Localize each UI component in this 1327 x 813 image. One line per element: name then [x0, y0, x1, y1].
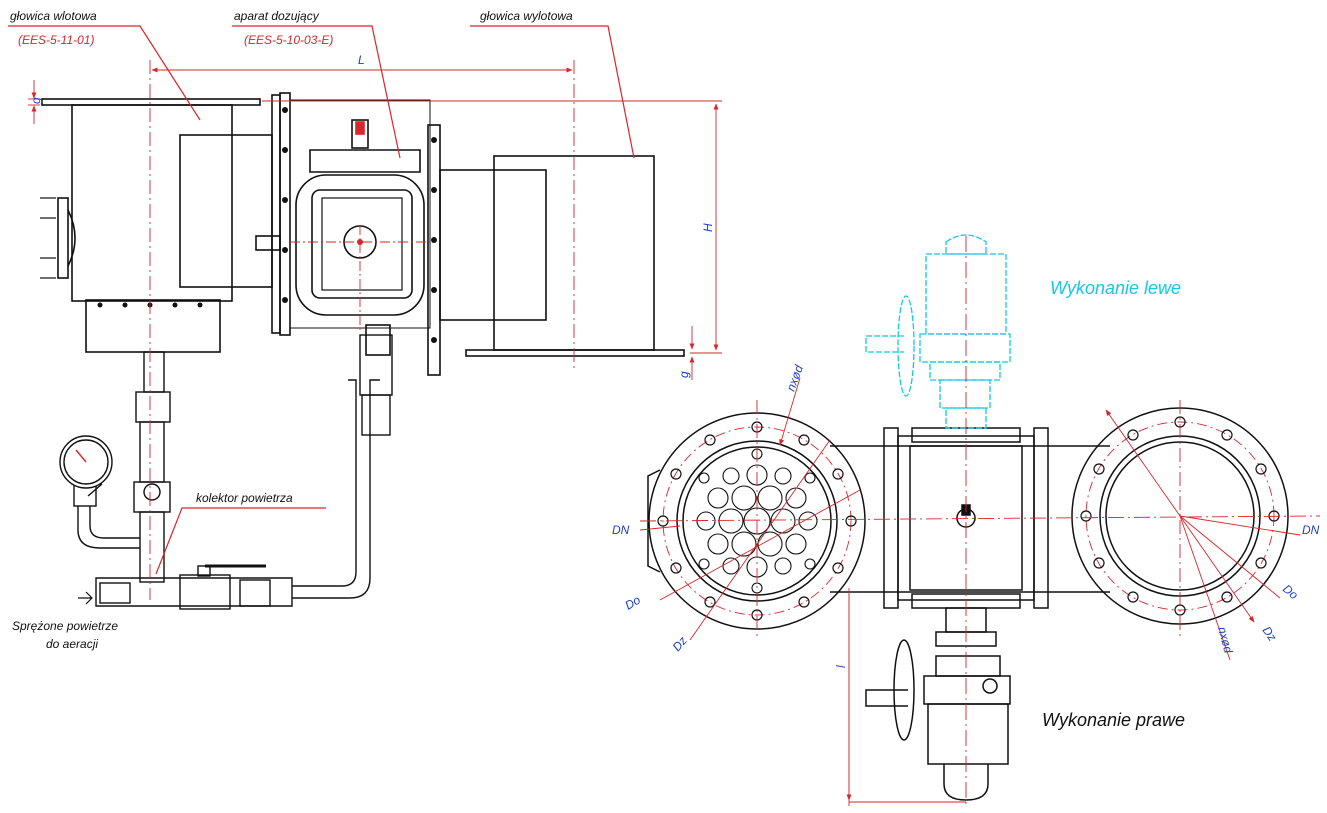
top-view-dimensions	[639, 236, 1321, 806]
dim-Dz-left: Dz	[670, 634, 690, 654]
label-inlet-head: głowica wlotowa	[10, 9, 97, 23]
dim-DN-left: DN	[612, 523, 630, 537]
dim-g-top: g	[29, 97, 43, 104]
side-view-dimensions	[28, 60, 722, 600]
dosing-unit	[255, 92, 441, 376]
dosing-unit-top	[865, 427, 1049, 801]
dim-Do-right: Do	[1280, 582, 1301, 603]
dim-DN-right: DN	[1302, 523, 1320, 537]
label-right-version: Wykonanie prawe	[1042, 710, 1185, 730]
dim-L: L	[358, 53, 365, 67]
label-left-version: Wykonanie lewe	[1050, 278, 1181, 298]
dim-Do-left: Do	[623, 593, 644, 613]
label-dosing-unit: aparat dozujący	[234, 9, 320, 23]
dim-Dz-right: Dz	[1260, 624, 1280, 644]
air-piping	[59, 334, 393, 610]
label-inlet-head-code: (EES-5-11-01)	[18, 33, 94, 47]
top-view	[647, 407, 1289, 801]
text-labels: głowica wlotowa (EES-5-11-01) aparat doz…	[10, 9, 1320, 730]
label-air-collector: kolektor powietrza	[196, 491, 293, 505]
dim-nxd-right: nxød	[1215, 625, 1236, 655]
leader-lines	[8, 25, 635, 575]
left-version-actuator	[865, 234, 1011, 429]
label-compressed-air-1: Sprężone powietrze	[12, 619, 118, 633]
outlet-head	[439, 155, 685, 357]
side-view	[40, 92, 685, 610]
label-outlet-head: głowica wylotowa	[480, 9, 573, 23]
dim-l: l	[834, 665, 848, 668]
label-dosing-unit-code: (EES-5-10-03-E)	[244, 33, 333, 47]
dim-H: H	[701, 223, 715, 232]
dim-nxd-left: nxød	[784, 363, 806, 393]
label-compressed-air-2: do aeracji	[46, 637, 98, 651]
dim-g-bottom: g	[677, 371, 691, 378]
nozzle-plate	[696, 448, 818, 594]
inlet-head	[40, 98, 273, 353]
